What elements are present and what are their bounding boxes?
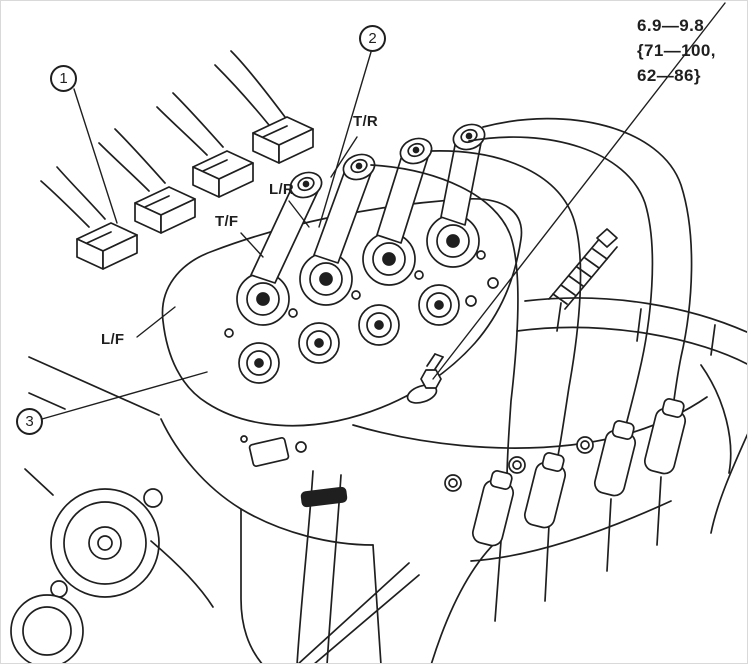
torque-spec-line-1: 6.9—9.8 [637,16,705,35]
callout-1: 1 [50,65,77,92]
mount-bolt [406,353,444,404]
coil-towers-lower [238,284,460,384]
label-tf: T/F [215,213,239,230]
coil-boots [250,123,486,284]
torque-spec-line-2: {71—100, [637,41,716,60]
leader-lines [41,2,726,420]
bracket-bolts [224,250,499,338]
wire-clip [548,228,618,310]
callout-2: 2 [359,25,386,52]
connector-harness [40,50,286,228]
callout-3: 3 [16,408,43,435]
torque-spec: 6.9—9.8 {71—100, 62—86} [637,13,716,88]
crank-pulley [10,488,163,663]
spark-plug-wires [370,117,693,480]
coil-towers-upper [236,214,480,326]
plug-boots [444,398,687,547]
label-tr: T/R [353,113,379,130]
coil-connectors [76,116,314,270]
torque-spec-line-3: 62—86} [637,66,701,85]
label-lr: L/R [269,181,295,198]
label-lf: L/F [101,331,125,348]
